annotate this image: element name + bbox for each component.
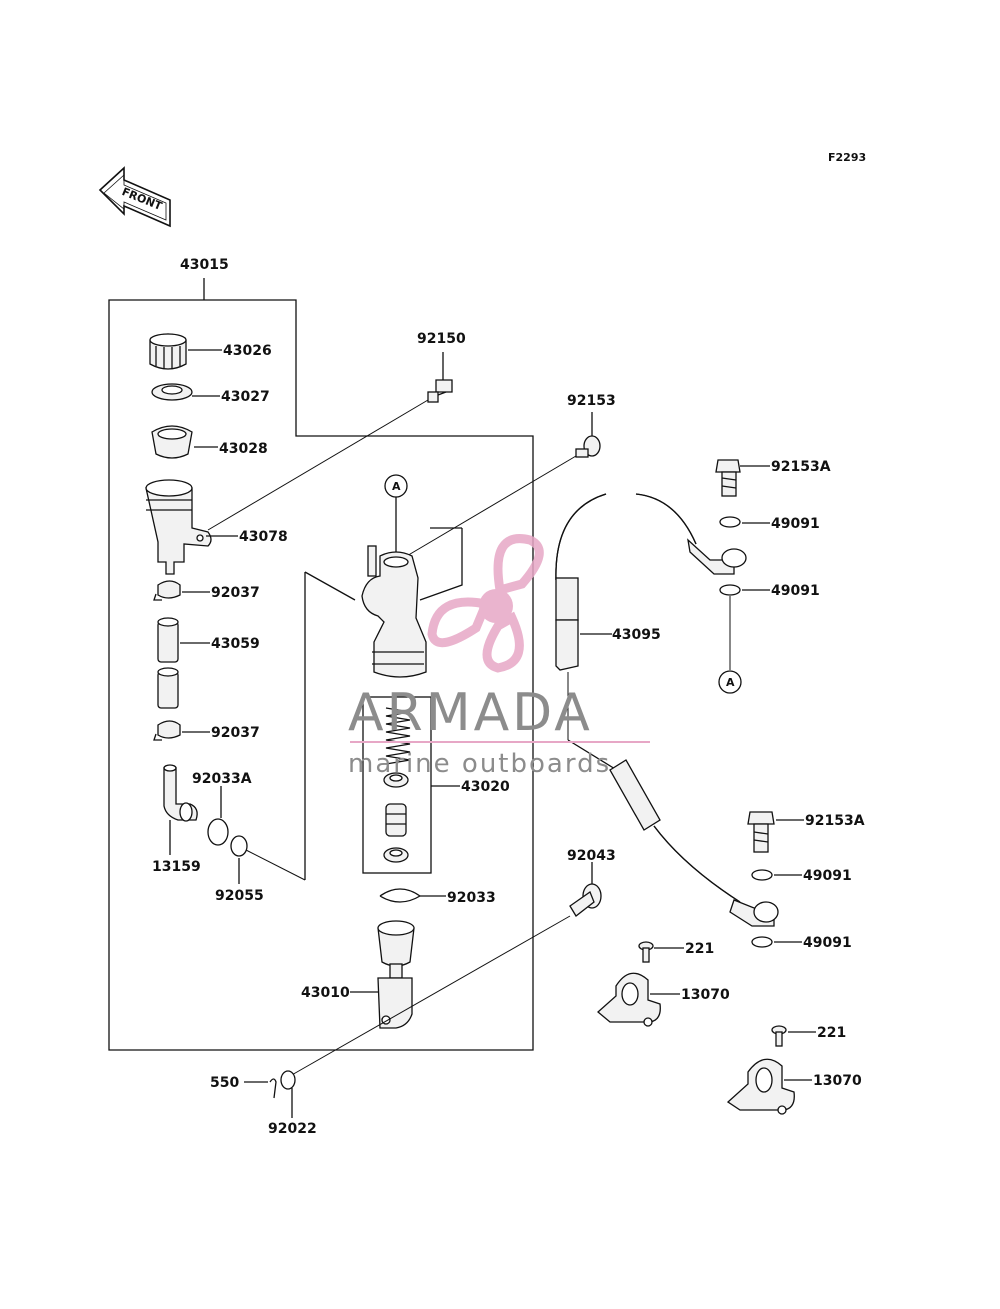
diaphragm-plate <box>151 383 193 401</box>
bolt-92153 <box>575 435 601 458</box>
label-43027: 43027 <box>221 389 270 405</box>
label-221-2: 221 <box>817 1025 846 1041</box>
label-43078: 43078 <box>239 529 288 545</box>
o-ring <box>230 835 248 857</box>
label-49091-4: 49091 <box>803 935 852 951</box>
pin-92043 <box>569 883 602 917</box>
diaphragm <box>151 425 193 459</box>
ref-marker-a-right-text: A <box>726 676 735 689</box>
label-221-1: 221 <box>685 941 714 957</box>
washer-92022 <box>280 1070 296 1090</box>
reservoir-cap <box>149 333 187 370</box>
watermark-propeller-logo <box>427 534 544 673</box>
label-550: 550 <box>210 1075 239 1091</box>
label-13159: 13159 <box>152 859 201 875</box>
label-92153A-bottom: 92153A <box>805 813 865 829</box>
watermark-tagline: marine outboards <box>348 749 611 779</box>
diagram-code: F2293 <box>828 151 866 164</box>
label-92033A: 92033A <box>192 771 252 787</box>
circlip <box>207 818 229 846</box>
label-92033: 92033 <box>447 890 496 906</box>
label-49091-2: 49091 <box>771 583 820 599</box>
screw-221-2 <box>771 1025 787 1047</box>
circlip-92033 <box>379 888 422 903</box>
label-13070-1: 13070 <box>681 987 730 1003</box>
label-92037-bottom: 92037 <box>211 725 260 741</box>
piston-kit-box <box>362 696 432 874</box>
ref-marker-a-right <box>718 670 742 694</box>
hose-clamp-top <box>153 580 181 601</box>
bolt-92150 <box>427 379 453 403</box>
cup-seal-1 <box>383 772 409 788</box>
hose-guide-13070-1 <box>597 972 661 1027</box>
front-arrow-icon: FRONT <box>98 166 171 228</box>
label-92043: 92043 <box>567 848 616 864</box>
washer-49091-2 <box>719 584 741 596</box>
label-92037-top: 92037 <box>211 585 260 601</box>
hose-guide-13070-2 <box>726 1058 795 1115</box>
label-92022: 92022 <box>268 1121 317 1137</box>
label-43020: 43020 <box>461 779 510 795</box>
push-rod <box>377 920 415 1029</box>
label-43059: 43059 <box>211 636 260 652</box>
piston <box>385 803 407 837</box>
label-43015: 43015 <box>180 257 229 273</box>
label-13070-2: 13070 <box>813 1073 862 1089</box>
label-92153A-top: 92153A <box>771 459 831 475</box>
washer-49091-3 <box>751 869 773 881</box>
banjo-bolt-bottom <box>747 811 775 853</box>
label-92150: 92150 <box>417 331 466 347</box>
washer-49091-1 <box>719 516 741 528</box>
watermark-brand: ARMADA <box>348 683 593 743</box>
hose-clamp-bottom <box>153 720 181 741</box>
banjo-bolt-top <box>715 459 741 497</box>
label-43028: 43028 <box>219 441 268 457</box>
washer-49091-4 <box>751 936 773 948</box>
screw-221-1 <box>638 941 654 963</box>
cotter-pin <box>269 1078 277 1099</box>
brake-hose-lower <box>609 759 779 927</box>
label-43026: 43026 <box>223 343 272 359</box>
label-92153: 92153 <box>567 393 616 409</box>
label-43010: 43010 <box>301 985 350 1001</box>
spring <box>385 707 411 765</box>
label-92055: 92055 <box>215 888 264 904</box>
label-49091-1: 49091 <box>771 516 820 532</box>
label-49091-3: 49091 <box>803 868 852 884</box>
cup-seal-2 <box>383 847 409 863</box>
hose <box>157 617 179 709</box>
elbow-joint <box>163 764 198 822</box>
assembly-bracket <box>108 278 534 1051</box>
brake-hose <box>555 493 747 773</box>
master-cylinder-body <box>361 545 427 678</box>
label-43095: 43095 <box>612 627 661 643</box>
ref-marker-a-top-text: A <box>392 480 401 493</box>
reservoir-body <box>145 479 212 575</box>
